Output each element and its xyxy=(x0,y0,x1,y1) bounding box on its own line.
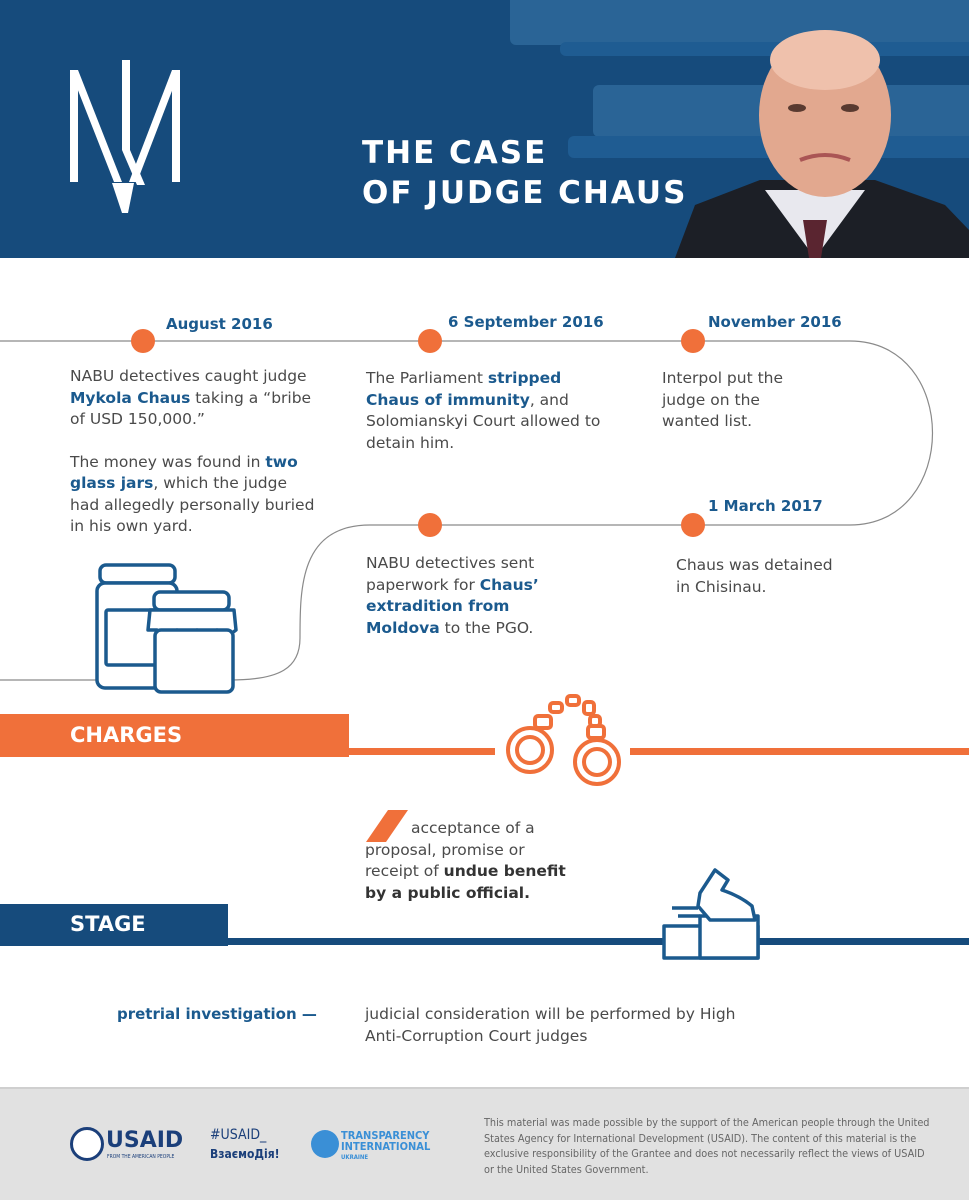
charges-bar xyxy=(0,714,349,757)
header-banner: THE CASE OF JUDGE CHAUS xyxy=(0,0,969,258)
title-line-1: THE CASE xyxy=(362,135,548,171)
timeline-dot xyxy=(131,329,155,353)
hashtag-logo-2: ВзаємоДія! xyxy=(210,1147,280,1161)
divider xyxy=(349,748,495,755)
divider xyxy=(228,938,969,945)
charges-heading: CHARGES xyxy=(70,723,183,747)
judge-portrait-photo xyxy=(675,30,969,258)
stepping-shoe-icon xyxy=(662,868,760,960)
timeline-date: 1 March 2017 xyxy=(708,497,823,515)
stage-term: pretrial investigation — xyxy=(117,1005,317,1023)
title-line-2: OF JUDGE CHAUS xyxy=(362,175,688,211)
event-september-2016: The Parliament stripped Chaus of immunit… xyxy=(366,369,601,452)
decor-stripe xyxy=(510,0,969,45)
footer: USAID FROM THE AMERICAN PEOPLE #USAID_ В… xyxy=(0,1087,969,1200)
timeline-dot xyxy=(681,513,705,537)
timeline-date: August 2016 xyxy=(166,315,273,333)
stage-bar xyxy=(0,904,228,946)
usaid-seal-icon xyxy=(70,1127,104,1161)
timeline-dot xyxy=(681,329,705,353)
divider xyxy=(630,748,969,755)
disclaimer-text: This material was made possible by the s… xyxy=(484,1116,930,1176)
event-extradition: NABU detectives sent paperwork for Chaus… xyxy=(366,554,539,637)
slash-accent-icon xyxy=(366,810,408,842)
stage-description: judicial consideration will be performed… xyxy=(365,1005,736,1045)
usaid-logo: USAID xyxy=(106,1128,184,1153)
handcuffs-icon xyxy=(506,694,621,786)
stage-heading: STAGE xyxy=(70,912,146,936)
trident-logo-icon xyxy=(70,60,180,213)
hashtag-logo: #USAID_ xyxy=(210,1127,267,1143)
event-november-2016: Interpol put the judge on the wanted lis… xyxy=(662,369,784,430)
timeline-path xyxy=(0,340,933,681)
charge-description: acceptance of a proposal, promise or rec… xyxy=(365,819,566,902)
timeline-date: November 2016 xyxy=(708,313,842,331)
ti-logo-icon xyxy=(311,1130,339,1158)
event-august-2016: NABU detectives caught judge Mykola Chau… xyxy=(70,367,315,535)
glass-jars-icon xyxy=(95,563,238,694)
timeline-dot xyxy=(418,329,442,353)
timeline-dot xyxy=(418,513,442,537)
event-march-2017: Chaus was detained in Chisinau. xyxy=(676,556,833,596)
timeline-date: 6 September 2016 xyxy=(448,313,604,331)
page-title: THE CASE OF JUDGE CHAUS xyxy=(362,133,687,213)
usaid-tagline: FROM THE AMERICAN PEOPLE xyxy=(107,1154,175,1160)
